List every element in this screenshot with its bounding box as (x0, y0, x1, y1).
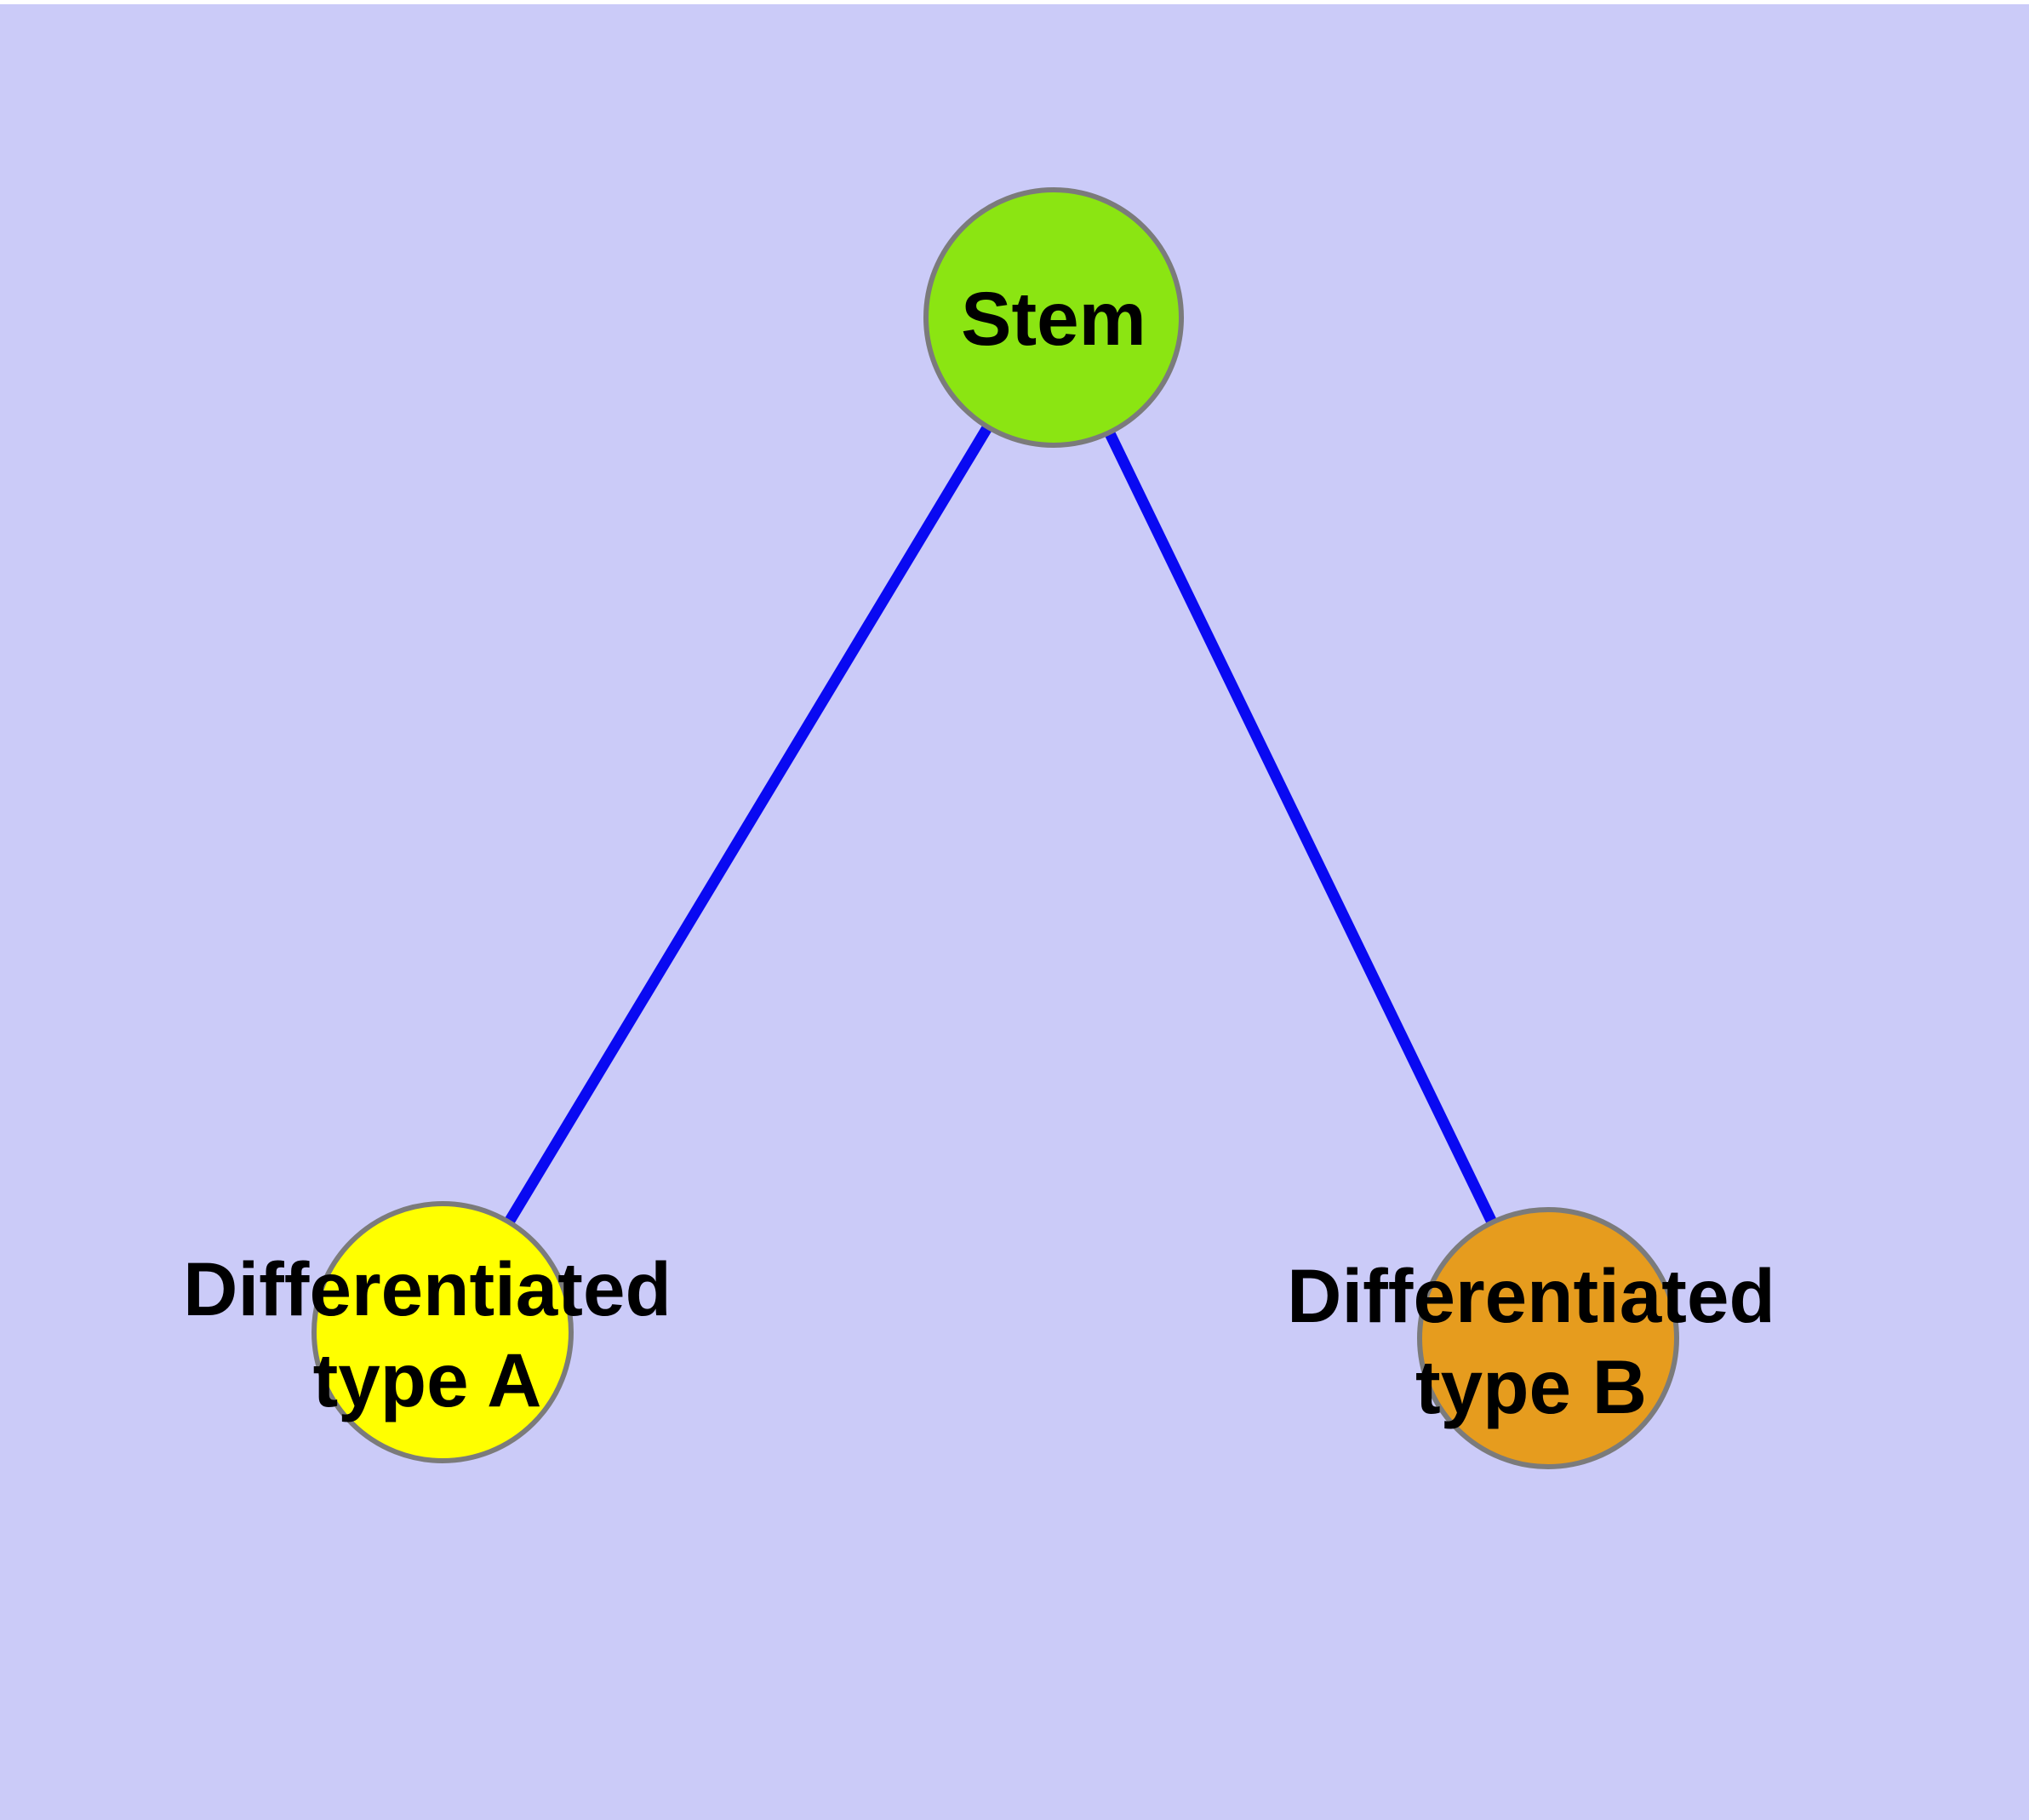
node-type-b-label-line1: Differentiated (1287, 1253, 1775, 1338)
node-type-a-label-line2: type A (313, 1337, 542, 1422)
node-type-b-label-line2: type B (1415, 1344, 1647, 1429)
node-type-a-label-line1: Differentiated (183, 1246, 672, 1331)
node-stem[interactable] (923, 187, 1184, 448)
edge-stem-to-type-b (1049, 315, 1553, 1341)
node-stem-label: Stem (961, 276, 1146, 361)
edge-stem-to-type-a (437, 314, 1059, 1336)
node-differentiated-type-a[interactable] (311, 1201, 574, 1463)
node-differentiated-type-b[interactable] (1417, 1207, 1679, 1469)
